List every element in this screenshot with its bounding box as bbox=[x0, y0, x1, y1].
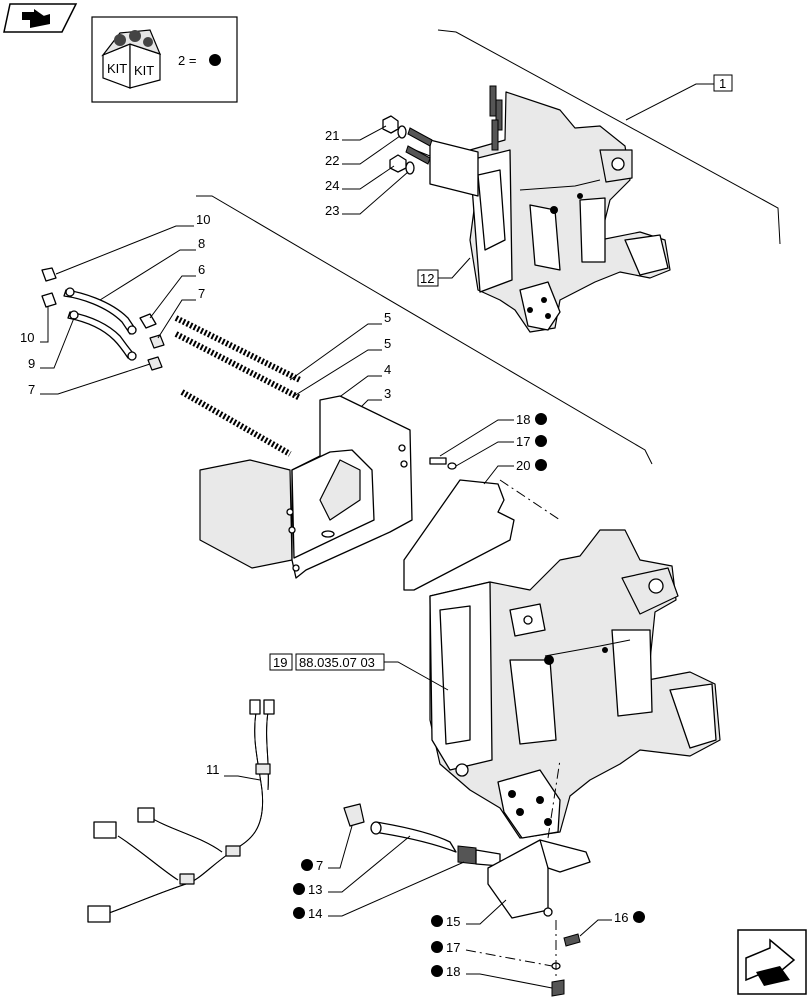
callout-7a-label: 7 bbox=[198, 286, 205, 301]
callout-10b-label: 10 bbox=[20, 330, 34, 345]
kit-legend: KIT KIT 2 = bbox=[91, 16, 238, 103]
callout-8-label: 8 bbox=[198, 236, 205, 251]
callout-7c[interactable]: 7 bbox=[301, 825, 353, 873]
kit-box-icon: KIT KIT bbox=[101, 29, 162, 89]
callout-4[interactable]: 4 bbox=[329, 362, 391, 405]
upper-frame-assembly bbox=[405, 85, 671, 333]
callout-18b-label: 18 bbox=[446, 964, 460, 979]
callout-16[interactable]: 16 bbox=[579, 910, 645, 937]
dashed-line-2 bbox=[547, 759, 561, 839]
next-page-arrow-icon[interactable] bbox=[737, 929, 807, 995]
callout-13-label: 13 bbox=[308, 882, 322, 897]
callout-24-label: 24 bbox=[325, 178, 339, 193]
callout-7a[interactable]: 7 bbox=[157, 286, 205, 339]
callout-20-label: 20 bbox=[516, 458, 530, 473]
callout-17a-label: 17 bbox=[516, 434, 530, 449]
filled-circle-icon bbox=[431, 965, 443, 977]
callout-3-label: 3 bbox=[384, 386, 391, 401]
kit-right-text: KIT bbox=[134, 63, 154, 78]
callout-21-label: 21 bbox=[325, 128, 339, 143]
callout-9-label: 9 bbox=[28, 356, 35, 371]
callout-1-label: 1 bbox=[719, 76, 726, 91]
filled-circle-icon bbox=[535, 459, 547, 471]
callout-24[interactable]: 24 bbox=[325, 165, 395, 193]
bracket-assembly bbox=[199, 395, 413, 579]
callout-10a[interactable]: 10 bbox=[55, 212, 210, 275]
kit-legend-text: 2 = bbox=[178, 53, 196, 68]
filled-circle-icon bbox=[633, 911, 645, 923]
callout-7b-label: 7 bbox=[28, 382, 35, 397]
reference-item-label: 19 bbox=[273, 655, 287, 670]
callout-5a[interactable]: 5 bbox=[289, 310, 391, 381]
callout-18b[interactable]: 18 bbox=[431, 964, 553, 989]
filled-circle-icon bbox=[535, 435, 547, 447]
filled-circle-icon bbox=[209, 54, 221, 66]
filled-circle-icon bbox=[293, 883, 305, 895]
callout-23-label: 23 bbox=[325, 203, 339, 218]
section-line-2 bbox=[196, 195, 653, 465]
callout-11[interactable]: 11 bbox=[206, 762, 261, 781]
sensor-parts bbox=[343, 803, 591, 997]
threaded-rods bbox=[174, 315, 302, 457]
callout-17b-label: 17 bbox=[446, 940, 460, 955]
reference-callout[interactable]: 19 88.035.07 03 bbox=[269, 653, 449, 691]
callout-10a-label: 10 bbox=[196, 212, 210, 227]
callout-14[interactable]: 14 bbox=[293, 861, 465, 921]
lower-frame-assembly bbox=[429, 529, 721, 839]
callout-16-label: 16 bbox=[614, 910, 628, 925]
wiring-harness bbox=[87, 699, 275, 923]
callout-13[interactable]: 13 bbox=[293, 835, 411, 897]
callout-18a[interactable]: 18 bbox=[439, 412, 547, 457]
callout-21[interactable]: 21 bbox=[325, 125, 387, 143]
callout-22[interactable]: 22 bbox=[325, 135, 401, 168]
callout-7b[interactable]: 7 bbox=[28, 363, 151, 397]
filled-circle-icon bbox=[301, 859, 313, 871]
callout-20[interactable]: 20 bbox=[483, 458, 547, 485]
upper-fasteners bbox=[382, 115, 415, 175]
callout-8[interactable]: 8 bbox=[99, 236, 205, 301]
reference-section-label: 88.035.07 03 bbox=[299, 655, 375, 670]
book-arrow-icon[interactable] bbox=[3, 3, 78, 33]
callout-7c-label: 7 bbox=[316, 858, 323, 873]
callout-1[interactable]: 1 bbox=[625, 74, 733, 121]
kit-left-text: KIT bbox=[107, 61, 127, 76]
callout-5b-label: 5 bbox=[384, 336, 391, 351]
plate-20 bbox=[403, 457, 515, 591]
callout-23[interactable]: 23 bbox=[325, 171, 409, 218]
callout-5b[interactable]: 5 bbox=[293, 336, 391, 397]
callout-17b[interactable]: 17 bbox=[431, 940, 553, 967]
callout-6[interactable]: 6 bbox=[149, 262, 205, 319]
callout-15[interactable]: 15 bbox=[431, 899, 507, 929]
filled-circle-icon bbox=[293, 907, 305, 919]
callout-18a-label: 18 bbox=[516, 412, 530, 427]
callout-15-label: 15 bbox=[446, 914, 460, 929]
callout-6-label: 6 bbox=[198, 262, 205, 277]
callout-22-label: 22 bbox=[325, 153, 339, 168]
dashed-line-1 bbox=[499, 479, 561, 521]
callout-12[interactable]: 12 bbox=[417, 257, 471, 287]
callout-10b[interactable]: 10 bbox=[20, 306, 49, 345]
callout-4-label: 4 bbox=[384, 362, 391, 377]
callout-11-label: 11 bbox=[206, 762, 220, 777]
filled-circle-icon bbox=[431, 941, 443, 953]
filled-circle-icon bbox=[535, 413, 547, 425]
callout-5a-label: 5 bbox=[384, 310, 391, 325]
callout-17a[interactable]: 17 bbox=[455, 434, 547, 467]
callout-12-label: 12 bbox=[420, 271, 434, 286]
callout-14-label: 14 bbox=[308, 906, 322, 921]
callout-9[interactable]: 9 bbox=[28, 317, 75, 371]
pipe-fittings bbox=[41, 267, 165, 371]
section-line-1 bbox=[437, 29, 781, 245]
filled-circle-icon bbox=[431, 915, 443, 927]
